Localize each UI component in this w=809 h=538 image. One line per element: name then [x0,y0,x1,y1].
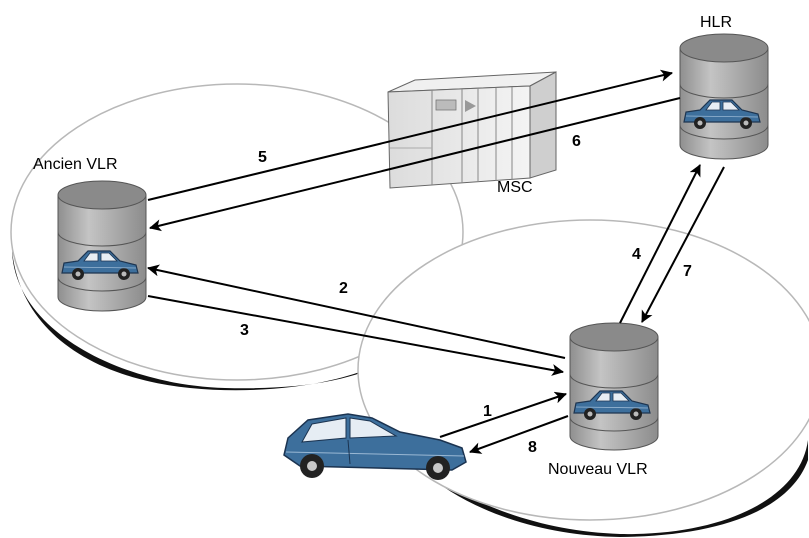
old-vlr-database [57,180,147,312]
hlr-database [679,33,769,160]
arrow-3 [147,295,564,376]
msc-label: MSC [497,179,533,196]
step-label-3: 3 [240,322,249,339]
step-label-8: 8 [528,439,537,456]
new-vlr-label: Nouveau VLR [548,461,648,478]
hlr-label: HLR [700,14,732,31]
step-label-2: 2 [339,280,348,297]
new-vlr-database [569,322,659,451]
mobile-car-icon [283,413,467,480]
arrow-1 [439,391,567,438]
arrow-8 [469,415,569,454]
message-arrows [147,69,725,454]
step-label-5: 5 [258,149,267,166]
arrow-7 [641,166,725,323]
arrow-6 [149,97,681,232]
arrow-2 [147,264,566,359]
arrow-4 [619,164,701,324]
step-label-6: 6 [572,133,581,150]
step-label-7: 7 [683,263,692,280]
msc-switch [387,71,557,189]
step-label-1: 1 [483,403,492,420]
arrow-5 [147,69,673,201]
old-vlr-label: Ancien VLR [33,156,118,173]
step-label-4: 4 [632,246,641,263]
